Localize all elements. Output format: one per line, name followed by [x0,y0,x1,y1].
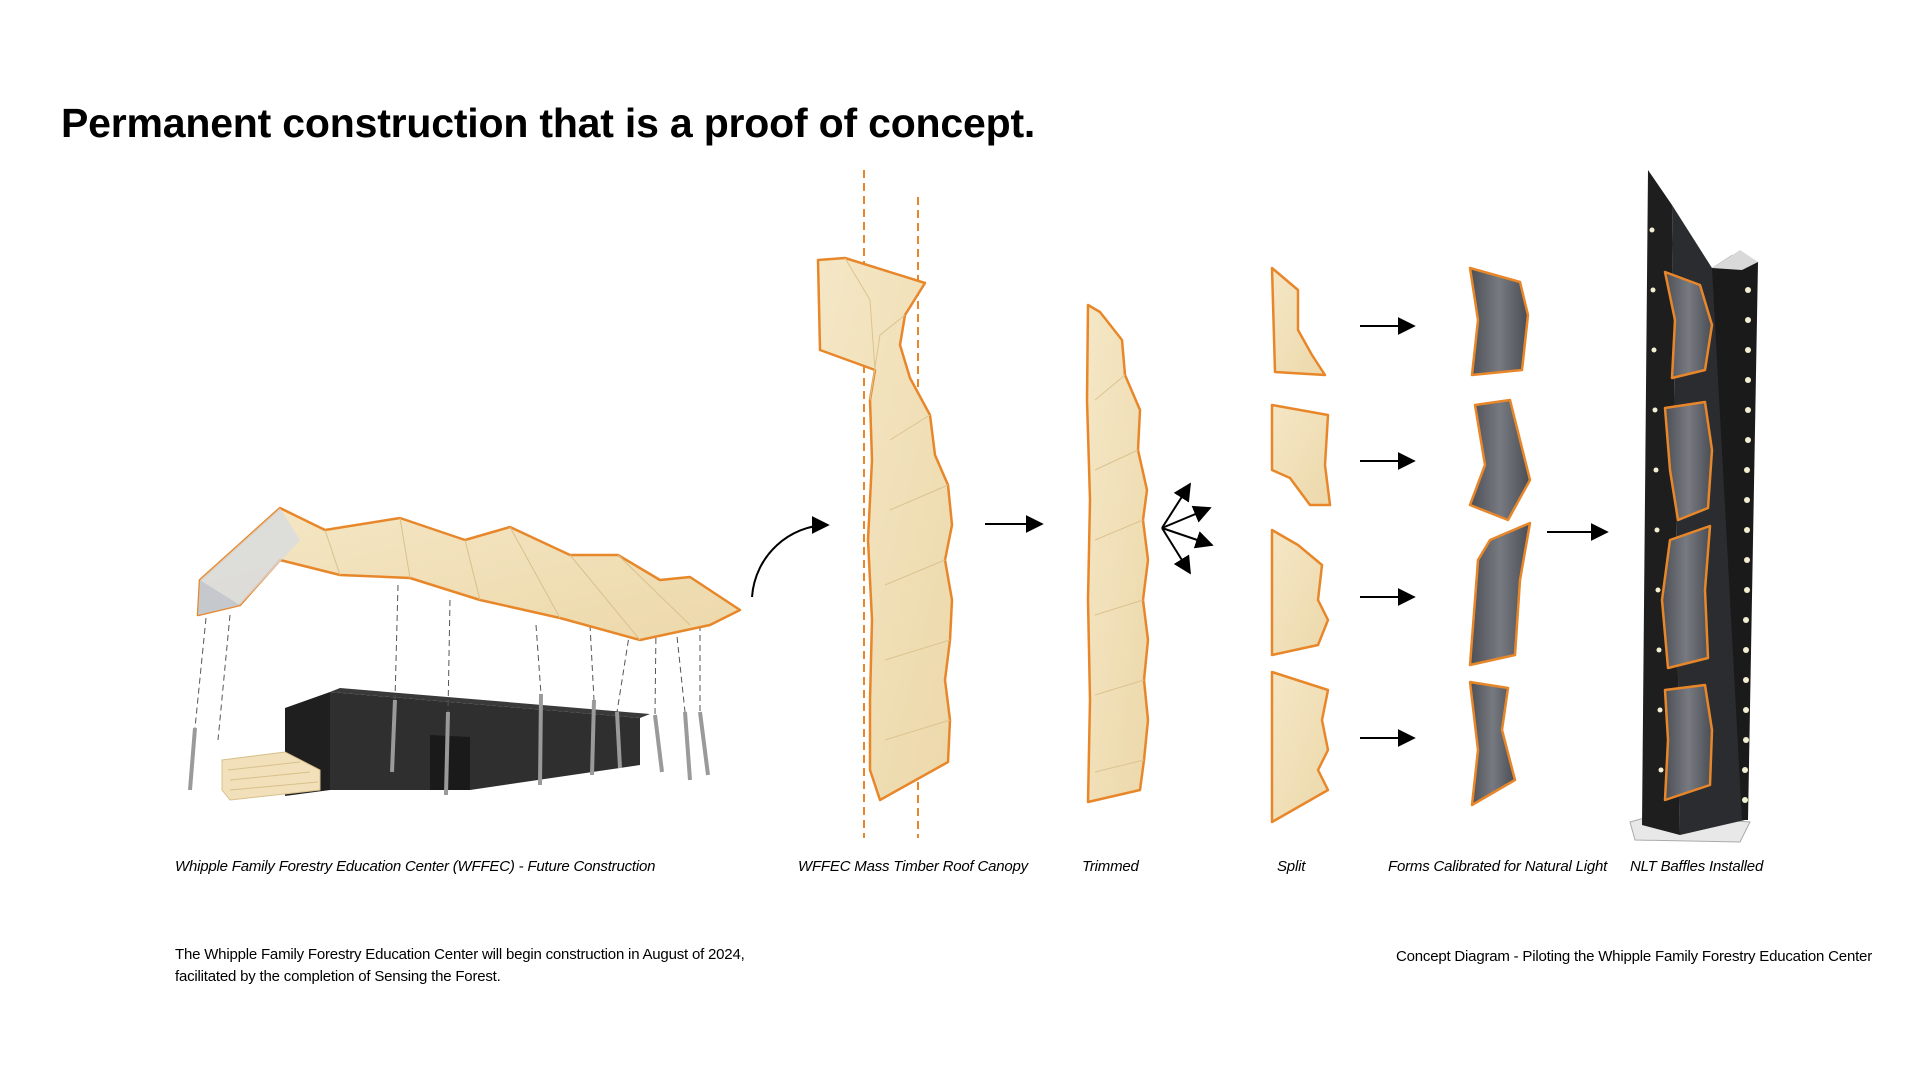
roof-fold-lines [324,517,691,641]
wffec-building-rendering [188,506,742,801]
tower-baffle-2 [1663,400,1714,522]
tower-baffle-3 [1660,524,1712,670]
split-piece-4 [1270,670,1330,824]
footnote-line-2: facilitated by the completion of Sensing… [175,968,501,985]
calibrated-form-1 [1468,266,1530,377]
tower-left-face [1642,170,1680,835]
split-piece-3 [1270,528,1330,657]
roof-canopy-underside [198,580,240,615]
split-piece-1 [1270,266,1327,377]
page-title: Permanent construction that is a proof o… [61,100,1036,146]
tower-baffles [1660,270,1714,802]
footnote: The Whipple Family Forestry Education Ce… [175,944,745,988]
canopy-shape [816,256,954,802]
caption-baffles: NLT Baffles Installed [1630,858,1764,875]
calibrated-form-4 [1468,680,1517,807]
curved-arrow [751,516,830,598]
caption-calibrated: Forms Calibrated for Natural Light [1388,858,1608,875]
mass-timber-canopy [816,170,954,838]
calibrated-form-3 [1468,521,1532,667]
roof-canopy [196,506,742,642]
projection-lines [194,584,701,741]
step-line [229,771,311,781]
support-columns [188,693,710,796]
tower-baffle-1 [1663,270,1714,380]
trimmed-shape [1085,303,1150,804]
split-arrows [1161,482,1214,575]
step-line [229,781,319,791]
split-piece-2 [1270,403,1332,507]
tower-top-cap [1712,250,1758,270]
calibrated-forms [1468,266,1532,807]
building-front [330,692,640,790]
tower-lights [1649,227,1751,803]
caption-trimmed: Trimmed [1082,858,1139,875]
calibrated-form-2 [1468,398,1532,522]
building-roofline [330,688,650,718]
tower-baffle-4 [1663,683,1714,802]
calibrate-arrows [1360,317,1416,747]
building-side [430,735,470,790]
diagram-caption: Concept Diagram - Piloting the Whipple F… [1395,948,1872,965]
trimmed-fold-lines [1094,374,1145,773]
footnote-line-1: The Whipple Family Forestry Education Ce… [175,946,745,963]
trimmed-panel [1085,303,1150,804]
caption-wffec: Whipple Family Forestry Education Center… [175,858,656,875]
split-pieces [1270,266,1332,824]
caption-canopy: WFFEC Mass Timber Roof Canopy [798,858,1028,875]
roof-canopy-fold [200,508,300,605]
canopy-fold-lines [844,257,951,741]
caption-split: Split [1277,858,1306,875]
step-line [227,761,301,771]
nlt-tower [1629,170,1758,843]
